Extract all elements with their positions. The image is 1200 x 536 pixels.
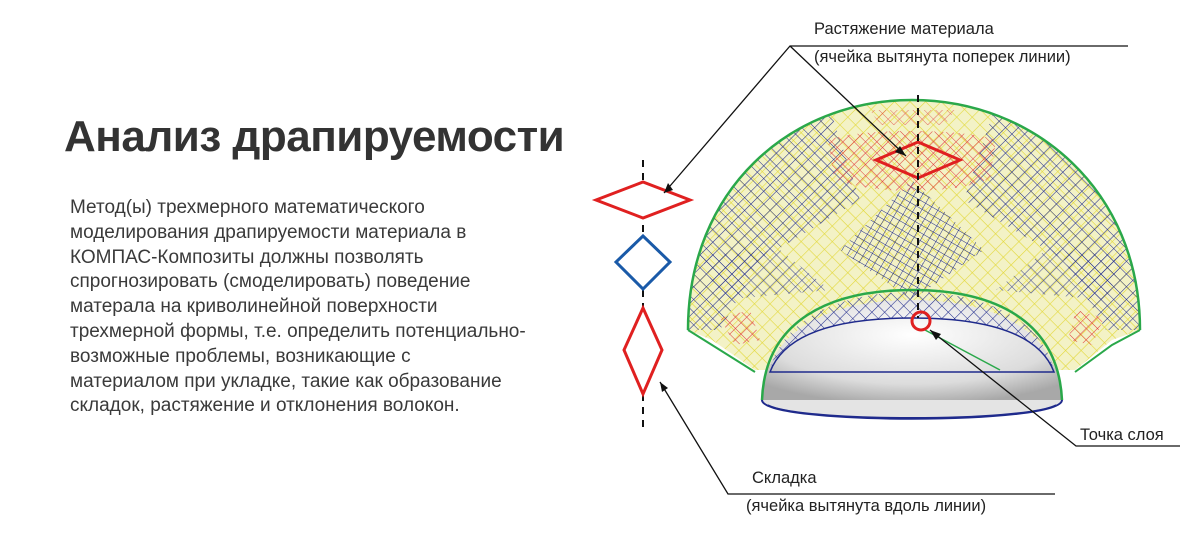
description-line: спрогнозировать (смоделировать) поведени… [70,271,471,293]
stretch-marker-diamond-icon [872,140,964,180]
description-paragraph: Метод(ы) трехмерного математического мод… [70,196,610,419]
fold-note-label: (ячейка вытянута вдоль линии) [746,497,987,515]
description-line: возможные проблемы, возникающие с [70,345,411,367]
description-line: матерала на криволинейной поверхности [70,296,438,318]
folded-cell-diamond-icon [622,304,664,398]
page-title: Анализ драпируемости [64,112,565,161]
stretch-title-label: Растяжение материала [814,20,994,38]
description-line: КОМПАС-Композиты должны позволять [70,246,424,268]
normal-cell-diamond-icon [613,233,673,292]
stretched-cell-diamond-icon [591,180,695,220]
description-line: моделирования драпируемости материала в [70,221,467,243]
fold-leader-line [659,381,1055,495]
description-line: трехмерной формы, т.е. определить потенц… [70,320,526,342]
layer-point-leader-line [929,329,1180,447]
description-line: Метод(ы) трехмерного математического [70,197,425,218]
stretch-note-label: (ячейка вытянута поперек линии) [814,48,1071,66]
description-line: материалом при укладке, такие как образо… [70,370,502,392]
description-line: складок, растяжение и отклонения волокон… [70,395,460,417]
stretch-leader-line [789,45,907,157]
fold-title-label: Складка [752,469,817,487]
layer-point-marker-icon [910,310,932,332]
layer-point-label: Точка слоя [1080,426,1164,444]
